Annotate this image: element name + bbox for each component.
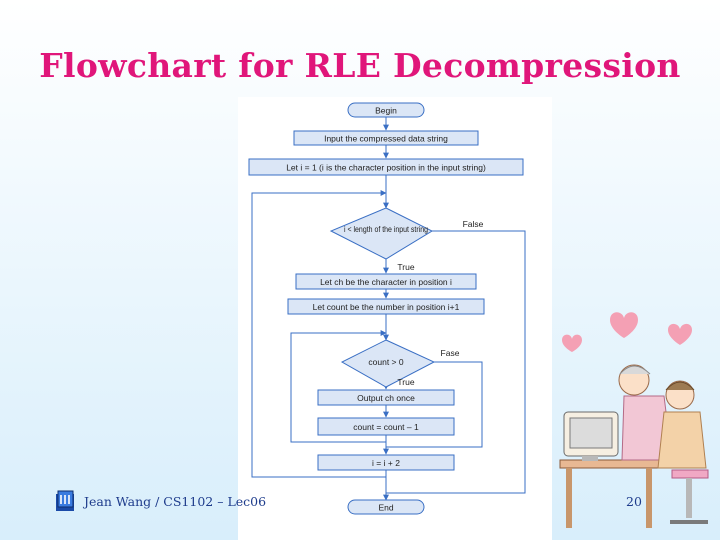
let-ch-label: Let ch be the character in position i (320, 277, 452, 287)
decrement-label: count = count – 1 (353, 422, 419, 432)
let-count-label: Let count be the number in position i+1 (313, 302, 460, 312)
flowchart-panel: Begin Input the compressed data string L… (238, 97, 552, 540)
false-label-2: Fase (441, 348, 460, 358)
let-ch-box (295, 273, 477, 290)
heart-icon (668, 323, 692, 345)
input-label: Input the compressed data string (324, 134, 448, 144)
false-label-1: False (463, 219, 484, 229)
increment-label: i = i + 2 (372, 458, 400, 468)
increment-box (317, 454, 455, 471)
output-box (317, 389, 455, 406)
flow-connectors (251, 117, 526, 501)
decrement-box (317, 417, 455, 436)
end-label: End (378, 503, 393, 513)
let-count-box (287, 298, 485, 315)
begin-label: Begin (375, 106, 397, 116)
output-label: Output ch once (357, 393, 415, 403)
true-label-2: True (397, 377, 414, 387)
end-terminal (347, 499, 425, 515)
true-label-1: True (397, 262, 414, 272)
loop-condition-label: i < length of the input string (344, 224, 428, 234)
heart-icon (610, 312, 638, 338)
init-box (248, 158, 524, 176)
count-condition-diamond (340, 339, 436, 388)
slide-title: Flowchart for RLE Decompression (39, 46, 681, 85)
couple-at-computer-clipart (559, 312, 709, 528)
footer-text: Jean Wang / CS1102 – Lec06 (84, 494, 267, 509)
loop-condition-diamond (329, 207, 434, 260)
page-number: 20 (626, 494, 642, 509)
init-label: Let i = 1 (i is the character position i… (286, 163, 486, 173)
university-logo-icon (56, 490, 74, 511)
begin-terminal (347, 102, 425, 118)
input-box (293, 130, 479, 146)
heart-icon (562, 334, 582, 352)
flowchart-diagram: Begin Input the compressed data string L… (248, 102, 526, 515)
count-condition-label: count > 0 (368, 357, 403, 367)
